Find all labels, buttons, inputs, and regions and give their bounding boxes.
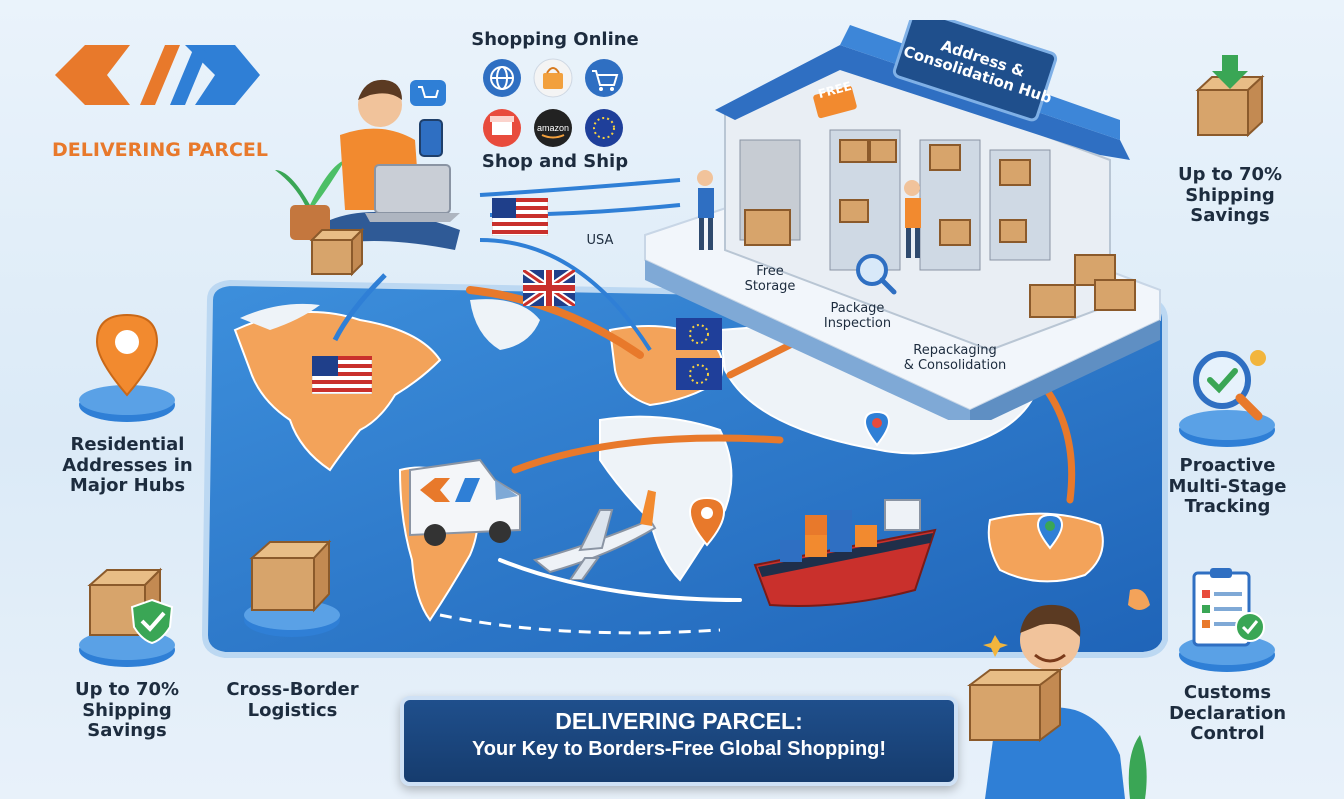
shopping-online-title: Shopping Online bbox=[471, 29, 639, 50]
consolidation-hub-illustration bbox=[644, 20, 1161, 420]
feature-residential-line-1: Residential bbox=[70, 434, 185, 455]
plane-icon bbox=[532, 490, 657, 580]
usa-label: USA bbox=[586, 233, 614, 248]
route-usa-europe bbox=[466, 286, 644, 359]
usa-flag-icon bbox=[312, 356, 372, 394]
feature-proactive-tracking: Proactive Multi-Stage Tracking bbox=[1155, 455, 1300, 518]
globe-icon bbox=[483, 59, 521, 97]
cart-bubble-icon bbox=[410, 80, 446, 106]
savings-box-top-icon bbox=[1195, 55, 1265, 138]
shopping-bag-icon bbox=[533, 58, 573, 98]
feature-savings-bottom-line-1: Up to 70% bbox=[74, 679, 180, 700]
feature-logistics-line-2: Logistics bbox=[247, 699, 338, 721]
route-shopper-hub-1 bbox=[479, 178, 681, 197]
feature-customs-declaration: Customs Declaration Control bbox=[1155, 682, 1300, 745]
step-package-inspection-line-1: Package bbox=[830, 301, 885, 316]
cart-icon bbox=[585, 59, 623, 97]
amazon-label: amazon bbox=[537, 123, 569, 133]
ship-icon bbox=[753, 499, 937, 607]
uk-flag-icon bbox=[523, 270, 575, 306]
route-shopper-usa bbox=[332, 273, 387, 342]
location-pin-icon bbox=[863, 410, 891, 447]
usa-flag-icon bbox=[492, 198, 548, 236]
shield-check-icon bbox=[130, 598, 174, 645]
box-icon bbox=[249, 539, 332, 613]
step-repackaging: Repackaging & Consolidation bbox=[885, 343, 1025, 374]
australia bbox=[987, 512, 1104, 583]
phone-icon bbox=[419, 119, 443, 157]
customs-feature-icon bbox=[1179, 568, 1275, 672]
route-shopper-eu bbox=[479, 238, 652, 352]
arctic-canada bbox=[240, 303, 320, 330]
tagline-banner: DELIVERING PARCEL: Your Key to Borders-F… bbox=[400, 696, 958, 786]
feature-tracking-line-3: Tracking bbox=[1184, 496, 1271, 518]
feature-residential-line-2: Addresses in bbox=[62, 454, 193, 476]
location-pin-icon bbox=[688, 496, 726, 547]
laptop-icon bbox=[374, 164, 451, 214]
sparkle-icon bbox=[983, 635, 1008, 657]
feature-customs-line-1: Customs bbox=[1183, 682, 1272, 703]
brand-logo bbox=[55, 45, 260, 105]
magnifier-check-icon bbox=[1193, 351, 1263, 421]
route-sea-white bbox=[498, 558, 742, 602]
box-icon bbox=[1195, 74, 1265, 138]
step-package-inspection: Package Inspection bbox=[810, 301, 905, 332]
new-zealand bbox=[1128, 589, 1150, 610]
amazon-icon: amazon bbox=[534, 109, 572, 147]
check-circle-icon bbox=[1235, 612, 1265, 642]
brand-name: DELIVERING PARCEL bbox=[52, 139, 268, 161]
banner-title: DELIVERING PARCEL: bbox=[555, 708, 803, 734]
feature-cross-border-logistics: Cross-Border Logistics bbox=[220, 679, 365, 721]
feature-savings-bottom: Up to 70% Shipping Savings bbox=[62, 679, 192, 742]
eu-flag-icon bbox=[585, 109, 623, 147]
feature-residential-line-3: Major Hubs bbox=[69, 475, 186, 497]
store-icon bbox=[483, 109, 521, 147]
delivery-person-illustration bbox=[967, 604, 1147, 799]
feature-savings-top-line-1: Up to 70% bbox=[1177, 164, 1283, 185]
eu-flags-icon bbox=[676, 318, 722, 390]
route-dashed bbox=[439, 613, 721, 635]
feature-savings-top-line-2: Shipping bbox=[1185, 184, 1275, 206]
worker-icon bbox=[904, 180, 921, 258]
feature-residential-addresses: Residential Addresses in Major Hubs bbox=[55, 434, 200, 497]
feature-logistics-line-1: Cross-Border bbox=[226, 679, 359, 700]
feature-savings-top: Up to 70% Shipping Savings bbox=[1165, 164, 1295, 227]
feature-savings-bottom-line-2: Shipping bbox=[82, 699, 172, 721]
step-free-storage: Free Storage bbox=[735, 264, 805, 295]
feature-savings-bottom-line-3: Savings bbox=[87, 720, 167, 742]
arrow-down-icon bbox=[1212, 55, 1248, 89]
location-pin-icon bbox=[95, 313, 159, 397]
box-icon bbox=[967, 668, 1063, 742]
feature-customs-line-3: Control bbox=[1190, 723, 1265, 745]
plant-icon bbox=[1128, 735, 1147, 799]
magnifier-icon bbox=[856, 254, 897, 295]
tracking-feature-icon bbox=[1179, 350, 1275, 447]
worker-icon bbox=[697, 170, 714, 250]
step-repackaging-line-1: Repackaging bbox=[913, 343, 997, 358]
location-pin-icon bbox=[1036, 513, 1064, 550]
step-package-inspection-line-2: Inspection bbox=[823, 315, 892, 331]
banner-subtitle: Your Key to Borders-Free Global Shopping… bbox=[471, 738, 887, 760]
feature-tracking-line-2: Multi-Stage bbox=[1168, 475, 1287, 497]
step-free-storage-line-2: Storage bbox=[744, 278, 796, 294]
logistics-box-feature-icon bbox=[244, 539, 340, 637]
residential-pin-feature-icon bbox=[79, 313, 175, 422]
shopper-illustration bbox=[275, 79, 460, 277]
feature-customs-line-2: Declaration bbox=[1168, 702, 1287, 724]
truck-icon bbox=[409, 458, 521, 546]
greenland bbox=[470, 299, 540, 350]
shopping-icons: amazon bbox=[480, 58, 630, 153]
step-repackaging-line-2: & Consolidation bbox=[903, 357, 1007, 373]
box-icon bbox=[744, 139, 1136, 318]
box-icon bbox=[309, 227, 365, 277]
shop-and-ship-title: Shop and Ship bbox=[481, 151, 629, 172]
feature-savings-top-line-3: Savings bbox=[1190, 205, 1270, 227]
savings-box-feature-icon bbox=[79, 567, 175, 667]
feature-tracking-line-1: Proactive bbox=[1179, 455, 1276, 476]
step-free-storage-line-1: Free bbox=[756, 264, 784, 279]
route-sa-asia bbox=[511, 434, 784, 474]
